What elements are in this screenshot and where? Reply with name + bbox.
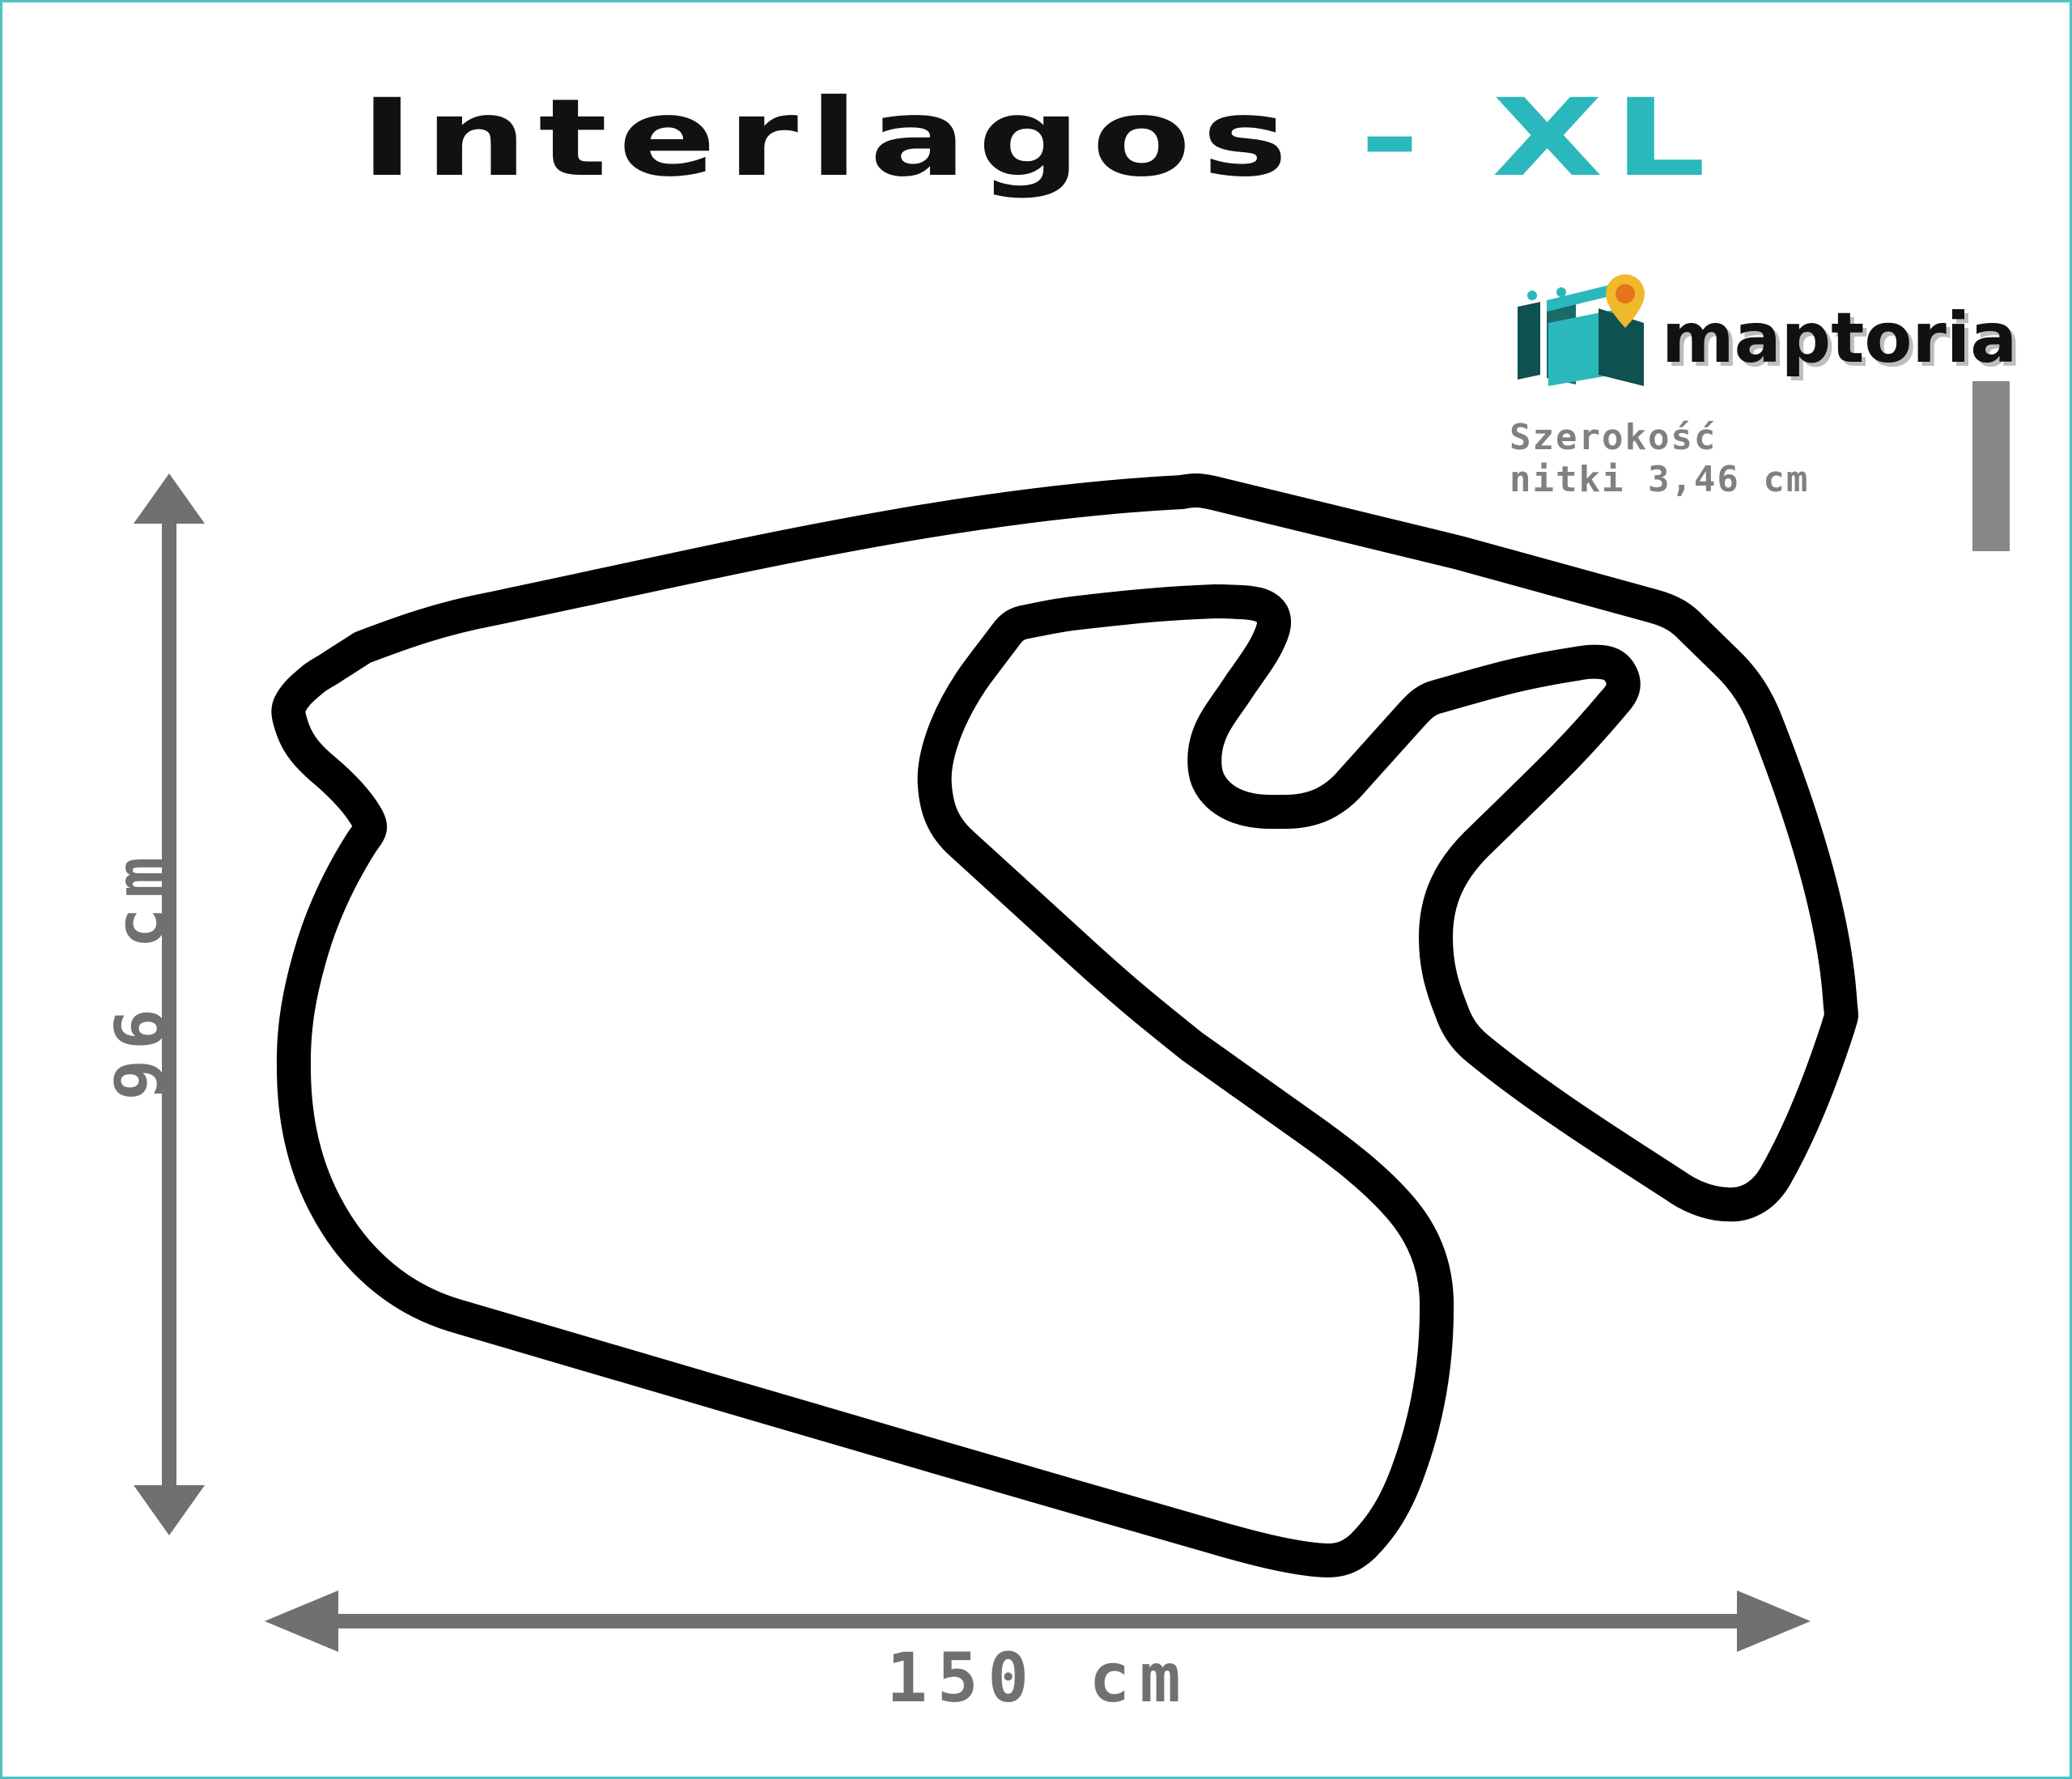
height-arrow-shaft bbox=[162, 520, 176, 1492]
track-width-note-line2: nitki 3,46 cm bbox=[1509, 459, 1810, 500]
width-arrow-head-left bbox=[265, 1590, 338, 1652]
height-arrow-head-bottom bbox=[134, 1485, 205, 1535]
size-label: XL bbox=[1492, 76, 1717, 201]
maptoria-logo-icon bbox=[1518, 274, 1645, 386]
track-width-bar bbox=[1972, 381, 2010, 551]
brand-name: maptoria bbox=[1662, 298, 2018, 379]
height-arrow bbox=[134, 473, 205, 1535]
page-title: Interlagos - XL bbox=[2, 82, 2070, 195]
width-arrow-head-right bbox=[1737, 1590, 1811, 1652]
circuit-track-outline bbox=[271, 473, 1858, 1577]
height-arrow-head-top bbox=[134, 473, 205, 524]
width-arrow bbox=[265, 1590, 1811, 1652]
track-name: Interlagos bbox=[360, 76, 1299, 201]
width-arrow-shaft bbox=[334, 1614, 1743, 1628]
height-dimension-label: 96 cm bbox=[100, 847, 180, 1101]
track-width-note: Szerokość nitki 3,46 cm bbox=[1509, 417, 1963, 501]
track-width-note-line1: Szerokość bbox=[1509, 417, 1717, 458]
width-dimension-label: 150 cm bbox=[886, 1638, 1191, 1717]
title-separator: - bbox=[1298, 76, 1492, 201]
